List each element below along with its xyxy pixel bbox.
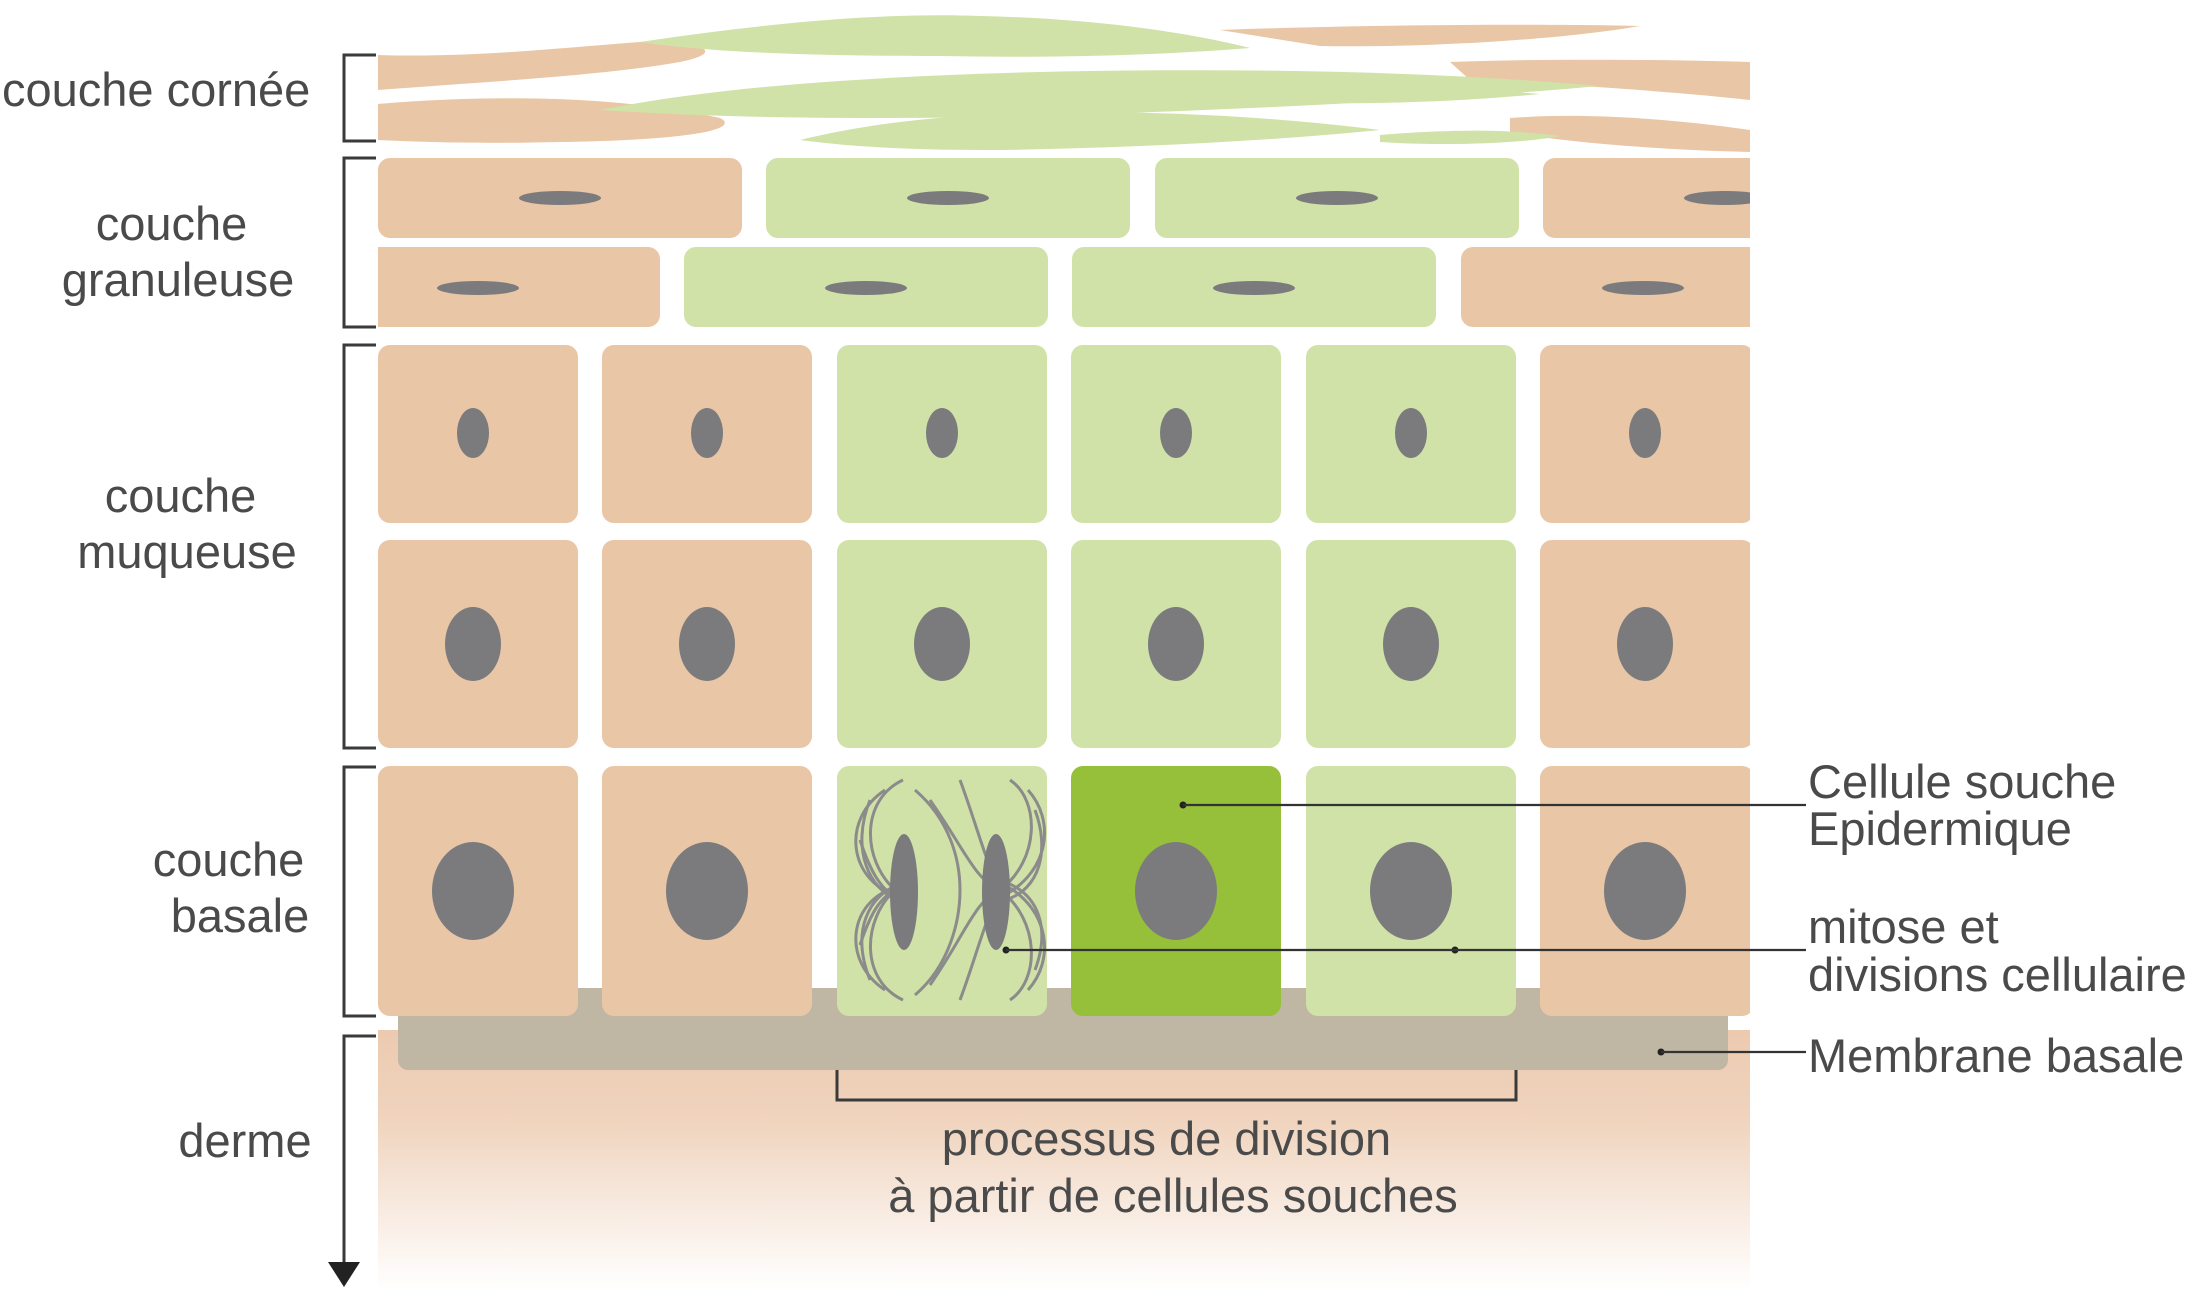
label-couche-cornee: couche cornée xyxy=(2,63,310,116)
couche-basale-cells xyxy=(378,766,1750,1016)
label-mitosis: mitose et divisions cellulaire xyxy=(1808,900,2187,1001)
label-membrane: Membrane basale xyxy=(1808,1029,2184,1082)
annotation-leaders xyxy=(1002,801,1806,1056)
derme-region xyxy=(378,1030,1750,1290)
label-couche-basale: couche basale xyxy=(153,833,318,942)
label-derme: derme xyxy=(178,1114,311,1167)
couche-cornee-flakes xyxy=(378,15,1750,152)
layer-labels: couche cornée couche granuleuse couche m… xyxy=(2,63,318,1167)
mitosis-spindle xyxy=(854,778,1047,1002)
layer-brackets xyxy=(328,53,1518,1287)
label-couche-muqueuse: couche muqueuse xyxy=(77,469,297,578)
label-stem-cell: Cellule souche Epidermique xyxy=(1808,755,2129,855)
label-couche-granuleuse: couche granuleuse xyxy=(62,197,295,306)
basal-membrane xyxy=(398,988,1728,1070)
couche-muqueuse-cells xyxy=(378,345,1750,748)
couche-granuleuse-cells xyxy=(378,158,1750,327)
label-process: processus de division à partir de cellul… xyxy=(888,1112,1458,1222)
annotation-labels: Cellule souche Epidermique mitose et div… xyxy=(888,755,2187,1222)
